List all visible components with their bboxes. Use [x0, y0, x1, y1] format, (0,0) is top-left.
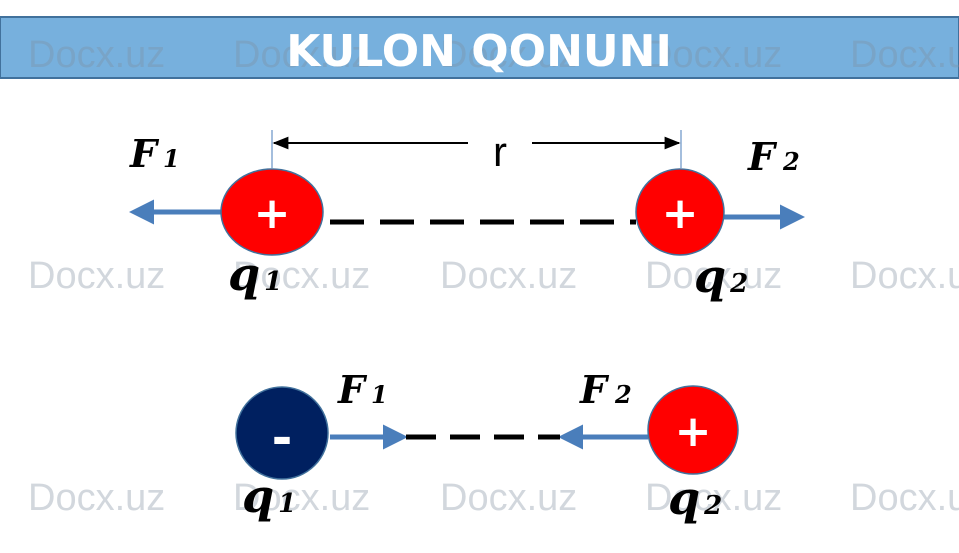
plus-sign: + [662, 188, 699, 239]
svg-text:Docx.uz: Docx.uz [850, 477, 959, 519]
plus-sign: + [675, 406, 712, 457]
svg-text:Docx.uz: Docx.uz [645, 34, 782, 76]
charge1-negative [235, 386, 329, 480]
distance-label: r [493, 128, 507, 175]
watermarks: Docx.uz Docx.uz Docx.uz Docx.uz Docx.uz … [28, 34, 959, 519]
plus-sign: + [254, 188, 291, 239]
charge1-positive [220, 168, 324, 256]
charge2-positive [635, 168, 725, 256]
svg-text:Docx.uz: Docx.uz [645, 477, 782, 519]
minus-sign: - [272, 409, 293, 467]
title-banner [0, 16, 959, 79]
svg-text:Docx.uz: Docx.uz [233, 34, 370, 76]
svg-text:Docx.uz: Docx.uz [645, 255, 782, 297]
svg-text:Docx.uz: Docx.uz [28, 255, 165, 297]
page-title: KULON QONUNI [286, 26, 672, 77]
svg-text:Docx.uz: Docx.uz [850, 255, 959, 297]
svg-text:Docx.uz: Docx.uz [233, 255, 370, 297]
svg-text:Docx.uz: Docx.uz [440, 34, 577, 76]
svg-text:Docx.uz: Docx.uz [440, 255, 577, 297]
charge2-positive [647, 385, 739, 475]
svg-text:Docx.uz: Docx.uz [233, 477, 370, 519]
svg-text:Docx.uz: Docx.uz [850, 34, 959, 76]
svg-text:Docx.uz: Docx.uz [28, 477, 165, 519]
svg-text:Docx.uz: Docx.uz [28, 34, 165, 76]
svg-text:Docx.uz: Docx.uz [440, 477, 577, 519]
